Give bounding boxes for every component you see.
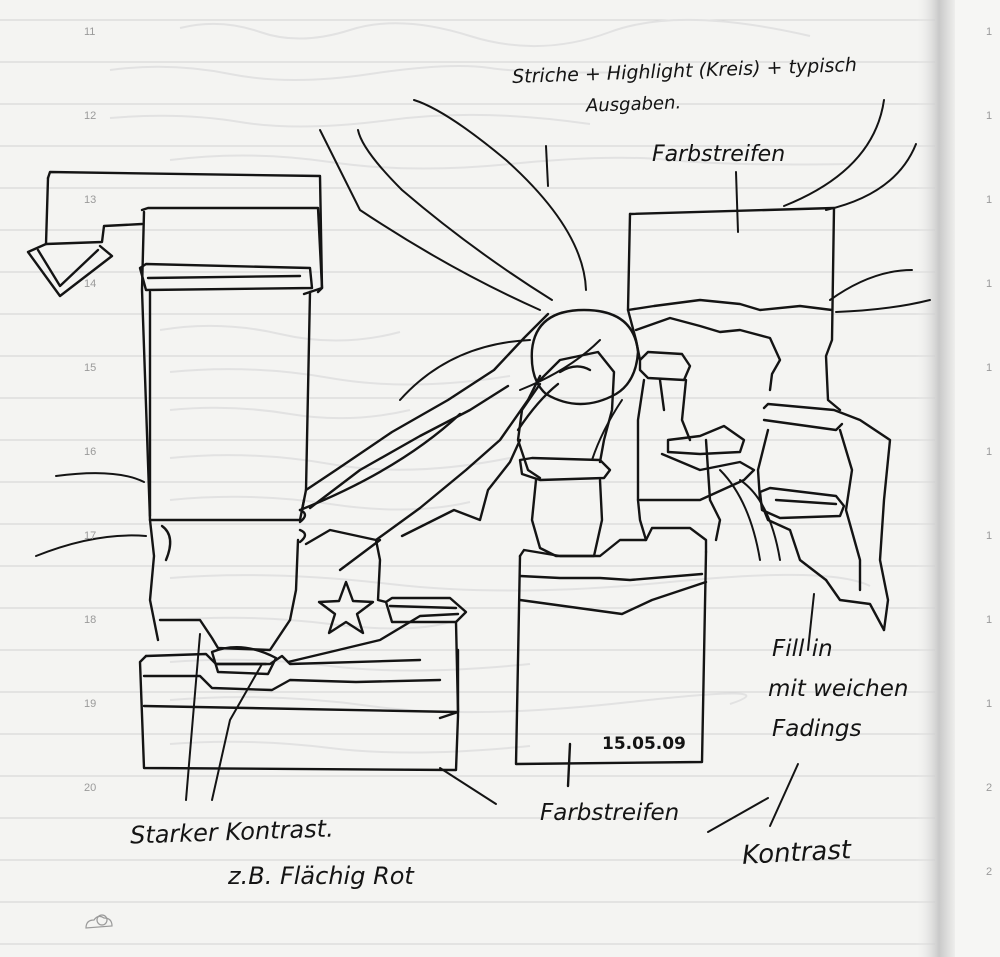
annotation-strong-contrast-2: z.B. Flächig Rot — [228, 862, 414, 890]
star-icon — [317, 580, 375, 635]
right-page-number: 1 — [986, 362, 993, 374]
right-top-box — [626, 206, 842, 412]
line-number: 15 — [84, 362, 97, 374]
left-column — [138, 206, 324, 652]
binding-shadow — [915, 0, 955, 957]
sketch-date: 15.05.09 — [602, 734, 686, 754]
right-connectors — [636, 350, 756, 542]
annotation-strokes-highlight-line2: Ausgaben. — [585, 92, 682, 117]
right-page-number: 1 — [986, 278, 993, 290]
annotation-fill-in-1: Fill in — [772, 636, 833, 662]
line-number: 12 — [84, 110, 97, 122]
right-page-number: 2 — [986, 866, 993, 878]
cloud-sun-icon — [85, 914, 113, 929]
right-bracket — [756, 402, 892, 632]
highlight-sphere — [530, 308, 640, 406]
annotation-color-stripe-top: Farbstreifen — [652, 142, 786, 167]
middle-box — [514, 526, 708, 788]
leader-lines — [35, 99, 931, 833]
annotation-fill-in-2: mit weichen — [768, 676, 909, 702]
middle-arm — [516, 350, 616, 558]
right-page-number: 1 — [986, 446, 993, 458]
right-page-number: 1 — [986, 26, 993, 38]
right-page-number: 2 — [986, 782, 993, 794]
right-page-number: 1 — [986, 110, 993, 122]
annotation-contrast: Kontrast — [741, 835, 852, 871]
right-page-number: 1 — [986, 698, 993, 710]
right-page-number: 1 — [986, 614, 993, 626]
right-page-strip — [955, 0, 1000, 957]
annotation-color-stripe-bottom: Farbstreifen — [540, 800, 680, 826]
ruled-lines — [0, 19, 935, 945]
line-number: 14 — [84, 278, 97, 290]
bleed-through-scribble — [109, 18, 871, 754]
right-page-number: 1 — [986, 194, 993, 206]
line-number: 17 — [84, 530, 97, 542]
line-number: 18 — [84, 614, 97, 626]
line-number: 11 — [84, 26, 96, 38]
base-block — [138, 646, 460, 772]
line-number: 19 — [84, 698, 97, 710]
line-number: 20 — [84, 782, 97, 794]
line-number: 16 — [84, 446, 97, 458]
right-page-number: 1 — [986, 530, 993, 542]
line-number: 13 — [84, 194, 97, 206]
annotation-fill-in-3: Fadings — [772, 716, 862, 742]
curved-conduit — [286, 312, 550, 720]
